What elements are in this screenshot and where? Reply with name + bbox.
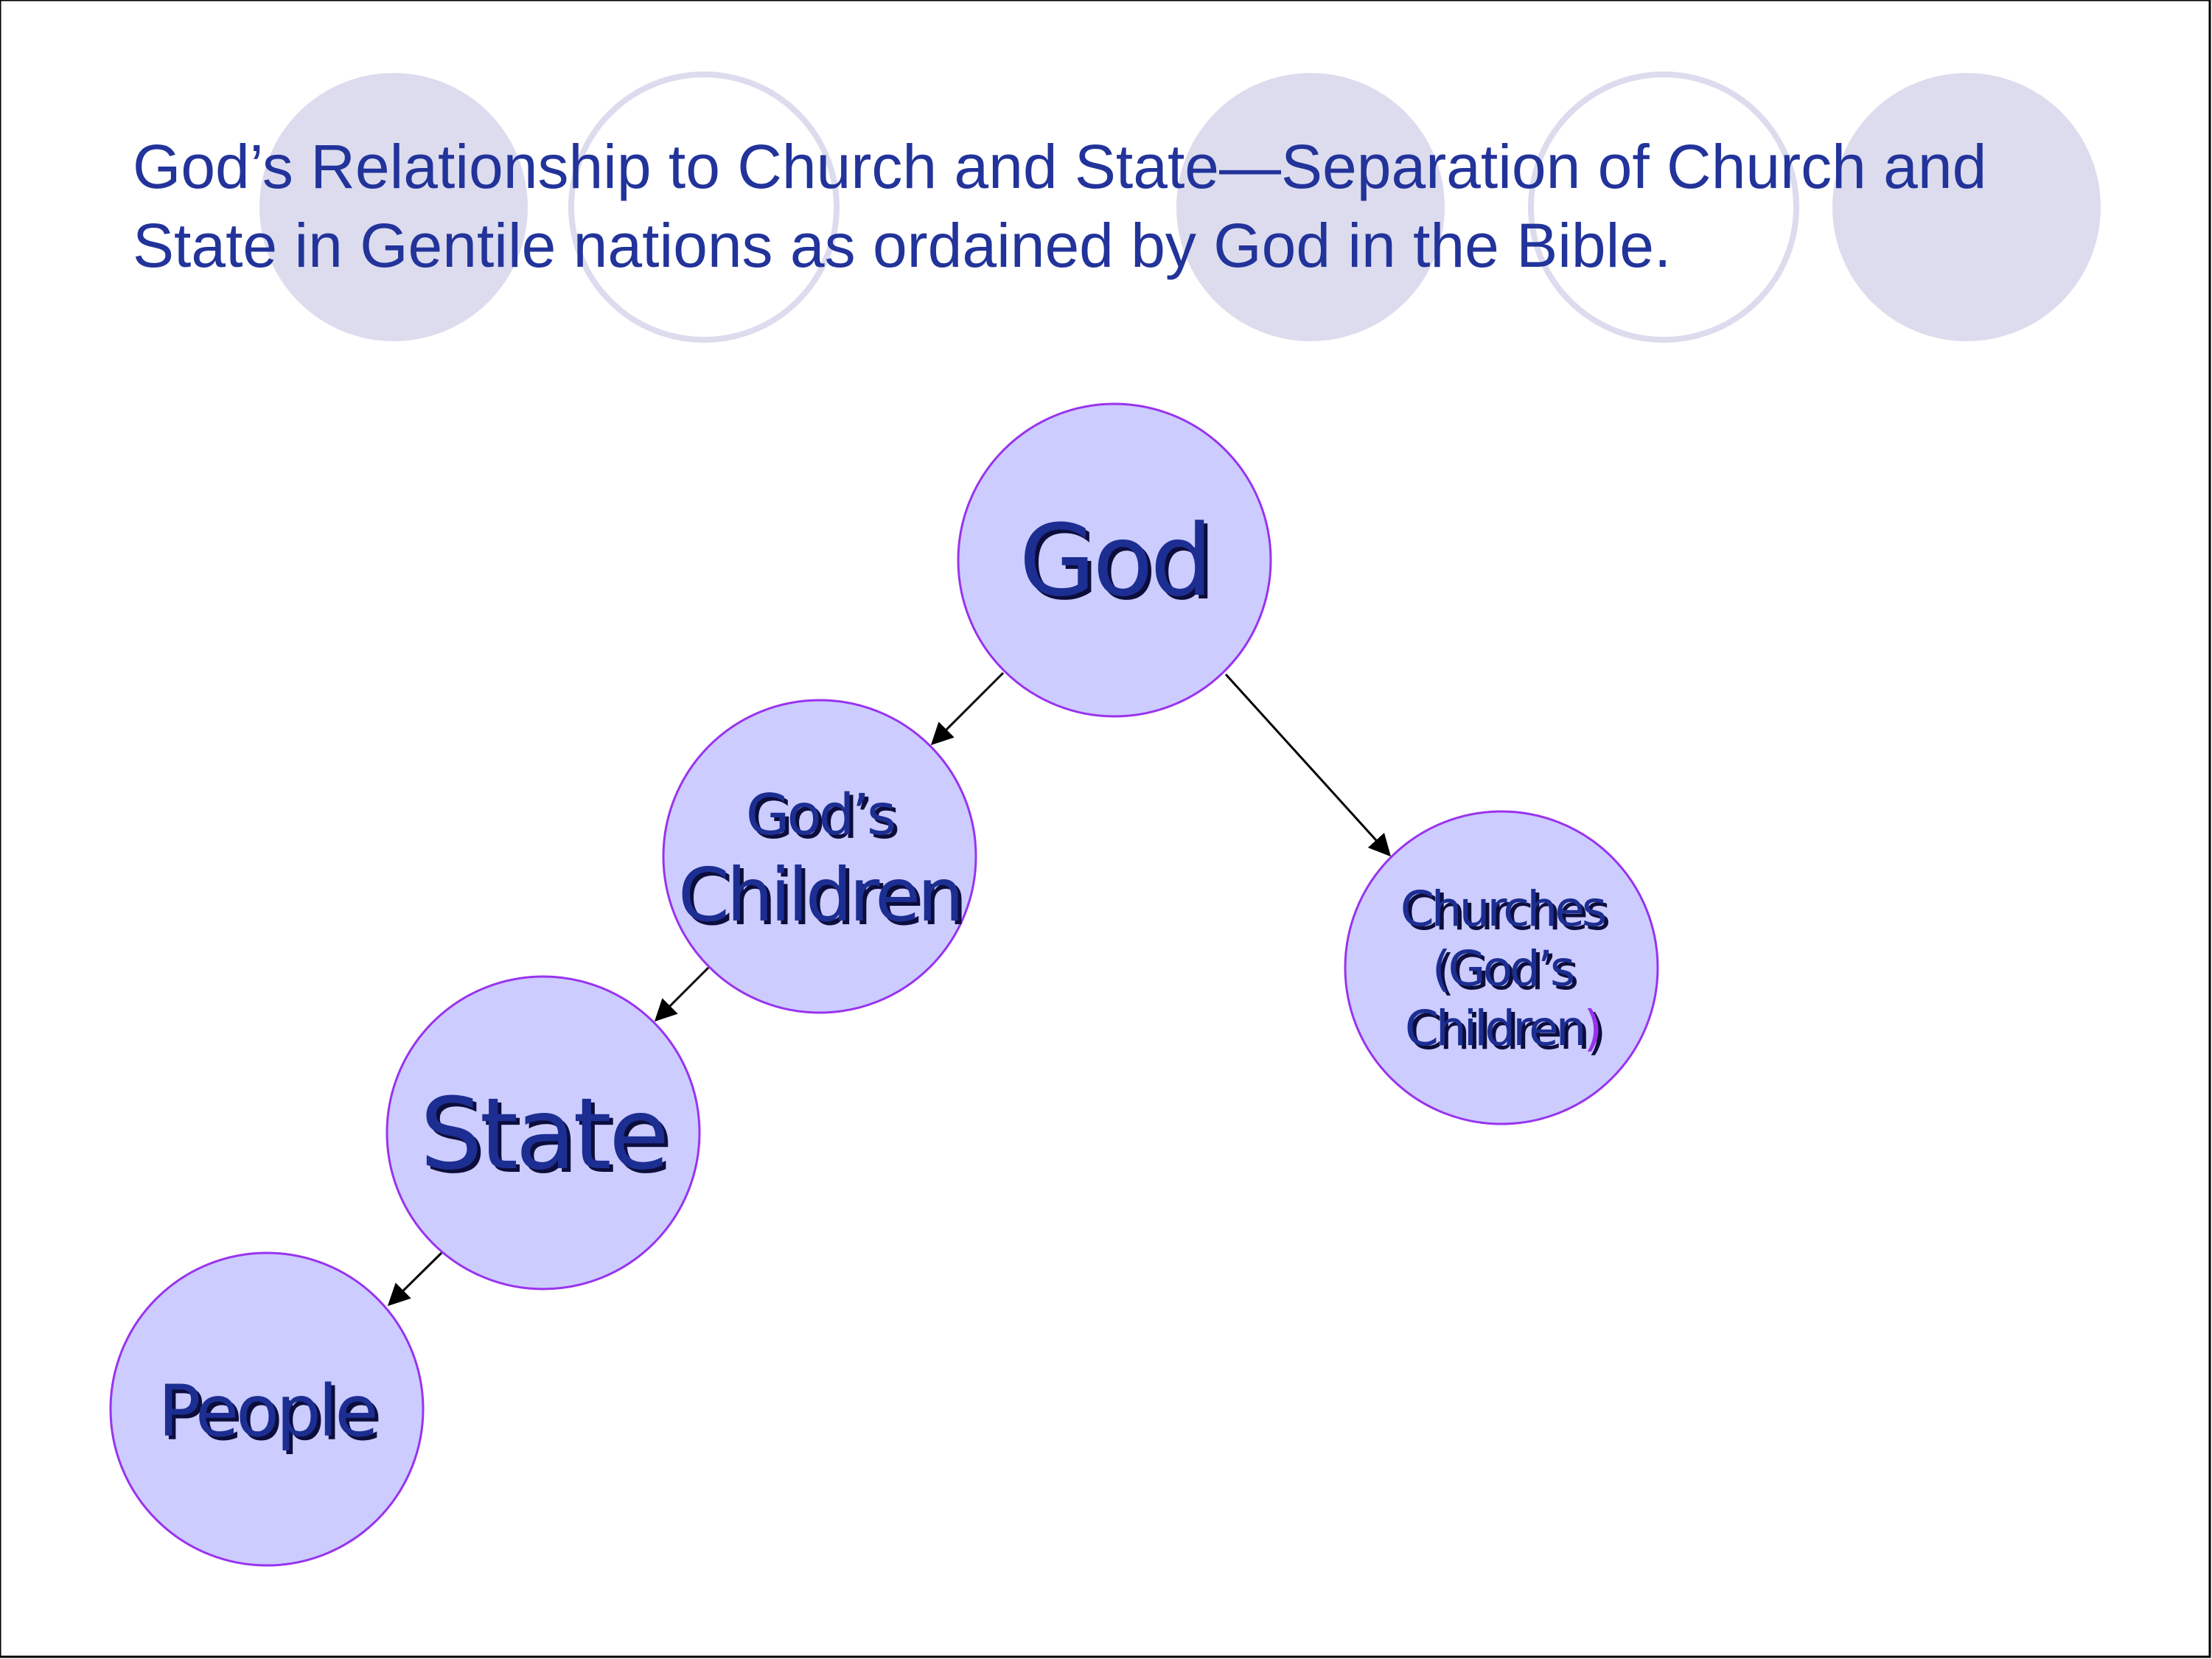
arrow-children-to-state: [654, 966, 710, 1022]
node-god: God: [957, 402, 1272, 718]
slide-title-line-1: God’s Relationship to Church and State—S…: [133, 132, 1986, 201]
node-people: People: [109, 1251, 425, 1567]
node-people-label: People: [158, 1370, 376, 1453]
node-state: State: [385, 975, 701, 1290]
node-god-label: God: [1019, 503, 1210, 618]
arrow-god-to-children: [930, 671, 1005, 746]
decor-circle-filled: [1176, 73, 1445, 341]
decor-circle-ring: [568, 71, 840, 343]
node-churches-paren: ): [1583, 1000, 1599, 1057]
node-churches-line3: Children): [1405, 1000, 1599, 1057]
node-state-label: State: [420, 1077, 667, 1192]
decor-circle-ring: [1528, 71, 1799, 343]
decor-circle-filled: [259, 73, 528, 341]
node-gods-children: God’s Children: [662, 699, 977, 1014]
decor-circle-filled: [1832, 73, 2101, 341]
node-churches-line1: Churches: [1400, 881, 1605, 937]
arrow-god-to-churches: [1224, 673, 1392, 857]
node-children-line1: God’s: [746, 783, 894, 848]
arrow-state-to-people: [387, 1251, 443, 1307]
node-churches: Churches (God’s Children): [1344, 810, 1659, 1125]
node-churches-line3-word: Children: [1405, 1000, 1584, 1057]
arrows: [387, 671, 1392, 1307]
node-churches-line2: (God’s: [1432, 940, 1574, 997]
slide-title-line-2: State in Gentile nations as ordained by …: [133, 211, 1671, 280]
node-children-line2: Children: [678, 852, 961, 938]
decorative-circles: [259, 71, 2101, 343]
